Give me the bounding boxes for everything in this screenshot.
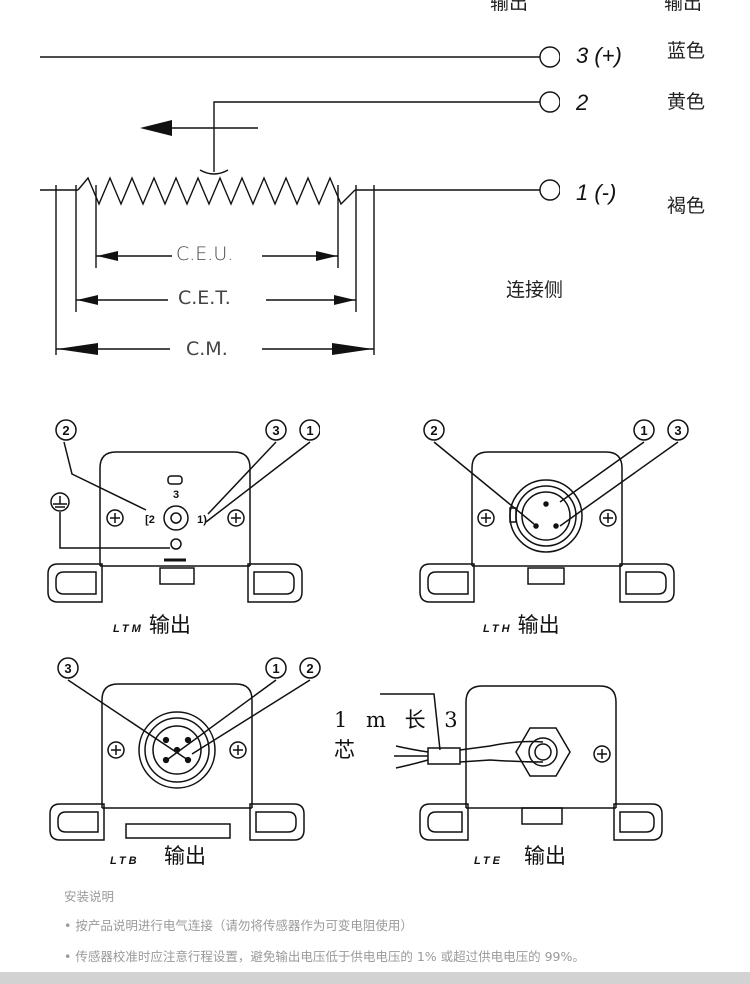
pin3-terminal bbox=[539, 46, 560, 68]
lth-connector bbox=[509, 479, 583, 553]
lte-cable-length-label: 1 m 长 3 bbox=[334, 708, 464, 732]
lth-callout-3: 3 bbox=[674, 423, 681, 438]
ltm-output-label: 输出 bbox=[148, 613, 191, 637]
notes-item-calibration: • 传感器校准时应注意行程设置，避免输出电压低于供电电压的 1% 或超过供电电压… bbox=[64, 949, 585, 964]
svg-text:[2: [2 bbox=[145, 514, 155, 526]
ltm-callout-3: 3 bbox=[272, 423, 279, 438]
pin1-wire-color: 褐色 bbox=[667, 195, 706, 217]
pin2-wire-color: 黄色 bbox=[667, 91, 706, 113]
lth-callout-2: 2 bbox=[430, 423, 437, 438]
lte-view-drawing bbox=[380, 685, 663, 841]
lth-housing bbox=[471, 451, 623, 566]
pin1-label: 1 (-) bbox=[576, 180, 617, 205]
connection-side-label: 连接侧 bbox=[506, 279, 564, 301]
ltm-caption: LTM 输出 bbox=[113, 609, 191, 639]
pin2-label: 2 bbox=[576, 90, 589, 115]
lth-view-drawing: 2 1 3 bbox=[419, 419, 689, 603]
header-fragment-left: 输出 bbox=[490, 0, 529, 14]
ltb-callout-3: 3 bbox=[64, 661, 71, 676]
header-fragment-right: 输出 bbox=[664, 0, 703, 14]
dim-cet-label: C.E.T. bbox=[178, 287, 231, 309]
pin2-terminal bbox=[539, 91, 560, 113]
ltm-view-drawing: 2 3 1 3 [2 1) bbox=[47, 419, 320, 603]
resistor-track bbox=[77, 176, 356, 206]
lth-caption: LTH 输出 bbox=[483, 609, 560, 639]
motion-arrow bbox=[140, 120, 172, 136]
bottom-divider-bar bbox=[0, 972, 750, 984]
potentiometer-schematic bbox=[40, 46, 560, 355]
ltm-callout-2: 2 bbox=[62, 423, 69, 438]
lth-callout-1: 1 bbox=[640, 423, 647, 438]
pin1-terminal bbox=[539, 179, 560, 201]
ltb-output-label: 输出 bbox=[164, 844, 206, 868]
lte-model-code: LTE bbox=[474, 855, 503, 867]
ltb-view-drawing: 3 1 2 bbox=[49, 657, 321, 841]
lte-output-label: 输出 bbox=[524, 844, 566, 868]
ltm-housing bbox=[99, 451, 251, 566]
notes-title: 安装说明 bbox=[64, 889, 115, 904]
lte-housing bbox=[465, 685, 617, 808]
lte-cable-core-label: 芯 bbox=[334, 738, 361, 762]
schematic-clip: C.M. bbox=[0, 0, 750, 356]
pin3-wire-color: 蓝色 bbox=[667, 40, 706, 62]
ltb-caption: LTB 输出 bbox=[110, 840, 250, 868]
svg-text:1): 1) bbox=[197, 514, 207, 526]
ltb-model-code: LTB bbox=[110, 855, 140, 867]
lte-cable-gland bbox=[515, 727, 571, 777]
ltb-callout-1: 1 bbox=[272, 661, 279, 676]
ltb-connector bbox=[138, 711, 216, 789]
ltb-callout-2: 2 bbox=[306, 661, 313, 676]
ltm-center-terminal bbox=[163, 505, 189, 531]
dim-ceu-label: C.E.U. bbox=[176, 243, 234, 265]
ltm-model-code: LTM bbox=[113, 623, 144, 635]
wiper-tip bbox=[199, 169, 229, 175]
pin3-label: 3 (+) bbox=[576, 43, 622, 68]
ltm-callout-1: 1 bbox=[306, 423, 313, 438]
ltb-housing bbox=[101, 683, 253, 808]
notes-item-wiring: • 按产品说明进行电气连接（请勿将传感器作为可变电阻使用） bbox=[64, 918, 413, 933]
lth-model-code: LTH bbox=[483, 623, 513, 635]
lte-caption: LTE 输出 bbox=[474, 840, 614, 868]
lth-output-label: 输出 bbox=[517, 613, 560, 637]
dim-cm-label: C.M. bbox=[186, 338, 228, 356]
svg-text:3: 3 bbox=[173, 489, 179, 501]
installation-notes: 安装说明 • 按产品说明进行电气连接（请勿将传感器作为可变电阻使用） • 传感器… bbox=[64, 886, 734, 977]
pin2-wire bbox=[213, 101, 540, 172]
